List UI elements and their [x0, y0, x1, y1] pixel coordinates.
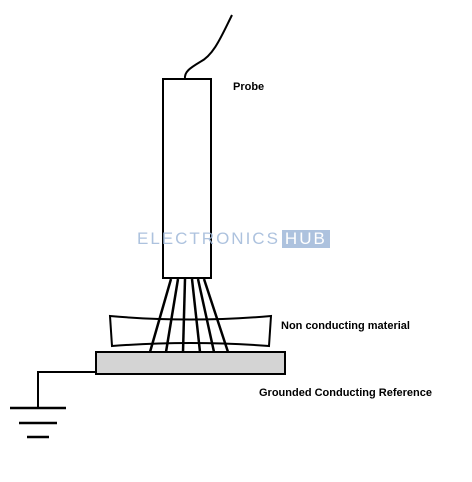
- field-lines: [148, 278, 230, 353]
- ground-wire: [37, 371, 96, 408]
- watermark: ELECTRONICS HUB: [137, 229, 330, 249]
- watermark-text: ELECTRONICS: [137, 229, 280, 248]
- probe-label: Probe: [233, 81, 265, 93]
- ground-symbol-icon: [10, 406, 66, 439]
- probe-body: [162, 78, 212, 279]
- watermark-box-text: HUB: [281, 230, 330, 248]
- material-label: Non conducting material: [281, 320, 410, 332]
- grounded-conducting-reference: [95, 351, 286, 375]
- ground-reference-label: Grounded Conducting Reference: [259, 387, 432, 399]
- probe-cable: [183, 14, 233, 80]
- non-conducting-material: [108, 314, 273, 348]
